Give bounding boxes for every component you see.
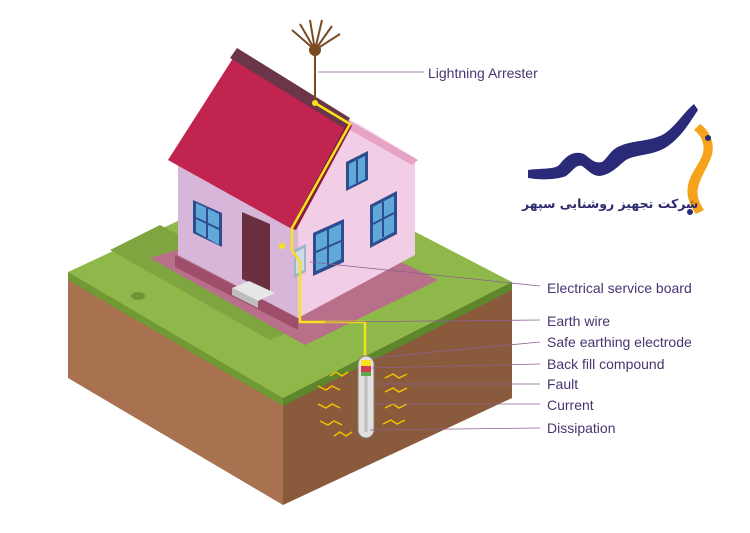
grass-patch <box>131 292 145 300</box>
leader-lines <box>309 71 541 431</box>
soil-side-face <box>283 282 512 505</box>
logo-orange-arc <box>687 124 713 214</box>
grass-edge-front <box>68 272 283 406</box>
lightning-arrester-icon <box>291 19 341 105</box>
label-back-fill-compound: Back fill compound <box>547 356 665 372</box>
brand-logo <box>528 104 713 215</box>
label-electrical-service-board: Electrical service board <box>547 280 692 296</box>
window-side-center <box>313 219 344 276</box>
porch-lamp-icon <box>279 243 285 249</box>
window-side-right <box>370 191 397 248</box>
soil-front-face <box>68 272 283 505</box>
label-safe-earthing-electrode: Safe earthing electrode <box>547 334 692 350</box>
window-side-top <box>346 151 368 191</box>
door-step-front <box>232 288 258 308</box>
earthing-electrode <box>357 355 375 439</box>
label-lightning-arrester: Lightning Arrester <box>428 65 538 81</box>
roof-side <box>348 120 418 165</box>
dissipation-arrows <box>317 371 408 437</box>
window-front-left <box>193 200 222 247</box>
roof-ridge <box>230 48 350 128</box>
front-door[interactable] <box>242 212 270 292</box>
label-earth-wire: Earth wire <box>547 313 611 329</box>
logo-dot <box>687 209 693 215</box>
label-dissipation: Dissipation <box>547 420 616 436</box>
logo-wordmark-swoosh <box>528 104 698 180</box>
company-name: شرکت تجهیز روشنایی سپهر <box>522 196 699 211</box>
arrester-junction <box>312 100 318 106</box>
door-step <box>232 281 275 301</box>
label-current: Current <box>547 397 594 413</box>
label-fault: Fault <box>547 376 579 392</box>
logo-dot <box>705 135 711 141</box>
